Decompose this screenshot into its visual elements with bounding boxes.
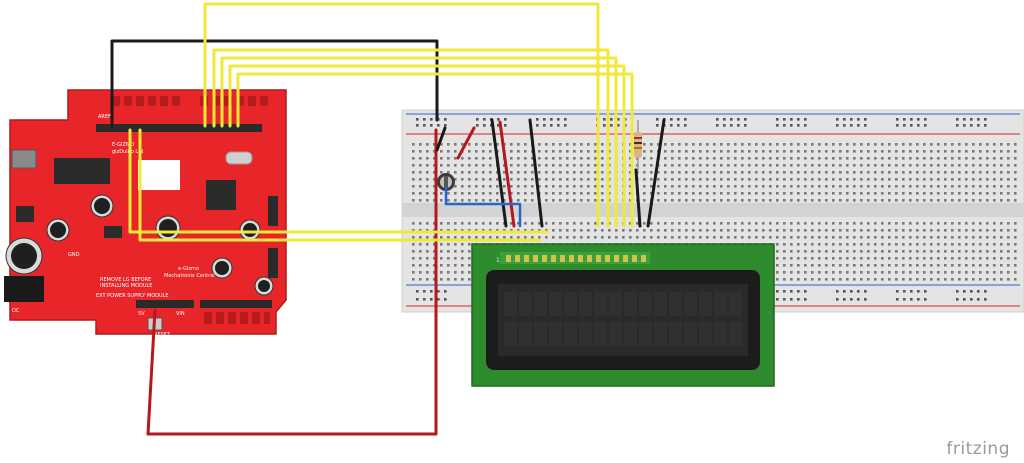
wires — [110, 2, 666, 436]
fritzing-watermark: fritzing — [946, 439, 1010, 459]
wire-red-jumper-1 — [456, 126, 476, 160]
lcd-module: 1 — [471, 243, 775, 387]
wire-black-jumper-2 — [490, 118, 508, 228]
wire-yellow-2 — [212, 48, 610, 228]
lcd-header-pins — [506, 255, 646, 262]
board-model-text: gizDuino LIN — [112, 149, 144, 155]
wire-yellow-4 — [228, 64, 626, 228]
potentiometer — [437, 173, 455, 191]
wire-black-jumper-1 — [435, 126, 447, 152]
wire-yellow-5 — [236, 72, 634, 228]
wire-yellow-1 — [203, 2, 600, 228]
microcontroller-board: E-GIZMO gizDuino LIN e-Gizmo Mechatronix… — [4, 89, 287, 338]
board-aref-label: AREF — [98, 114, 111, 120]
dc-jack — [4, 276, 44, 302]
lcd-character-cells — [504, 292, 742, 346]
digital-header-right — [200, 124, 262, 132]
wire-black-jumper-5 — [634, 168, 642, 228]
board-gnd-label: GND — [68, 252, 80, 258]
wire-black-jumper-4 — [646, 118, 666, 228]
breadboard-holes — [412, 118, 1017, 301]
usb-chip — [54, 158, 110, 184]
usb-connector — [11, 149, 37, 169]
wire-black-jumper-3 — [528, 118, 544, 228]
board-reset-label: RESET — [154, 332, 171, 338]
digital-header-left — [96, 124, 208, 132]
wire-yellow-7 — [138, 128, 542, 242]
board-maker-subtext: Mechatronix Central — [164, 273, 215, 279]
board-dc-label: DC — [12, 308, 20, 314]
lcd-pin1-label: 1 — [496, 257, 500, 264]
board-power-text: EXT POWER SUPPLY MODULE — [96, 293, 169, 299]
wire-blue-contrast — [444, 186, 522, 228]
crystal — [225, 151, 253, 165]
board-notice-subtext: INSTALLING MODULE — [100, 283, 152, 289]
wire-red-jumper-2 — [498, 120, 516, 228]
wire-black-gnd — [110, 39, 439, 128]
board-5v-label: 5V — [138, 311, 145, 317]
power-header — [136, 300, 194, 308]
resistor — [634, 120, 642, 170]
mcu-chip — [206, 180, 236, 210]
board-brand-text: E-GIZMO — [112, 142, 134, 148]
board-notice-text: REMOVE LG BEFORE — [100, 277, 151, 283]
wire-yellow-3 — [220, 56, 618, 228]
wire-yellow-6 — [128, 128, 550, 234]
board-vin-label: VIN — [176, 311, 185, 317]
capacitors — [5, 194, 274, 296]
analog-header — [200, 300, 272, 308]
wire-red-5v — [146, 128, 438, 436]
board-maker-text: e-Gizmo — [178, 266, 199, 272]
silkscreen-box — [138, 160, 180, 190]
